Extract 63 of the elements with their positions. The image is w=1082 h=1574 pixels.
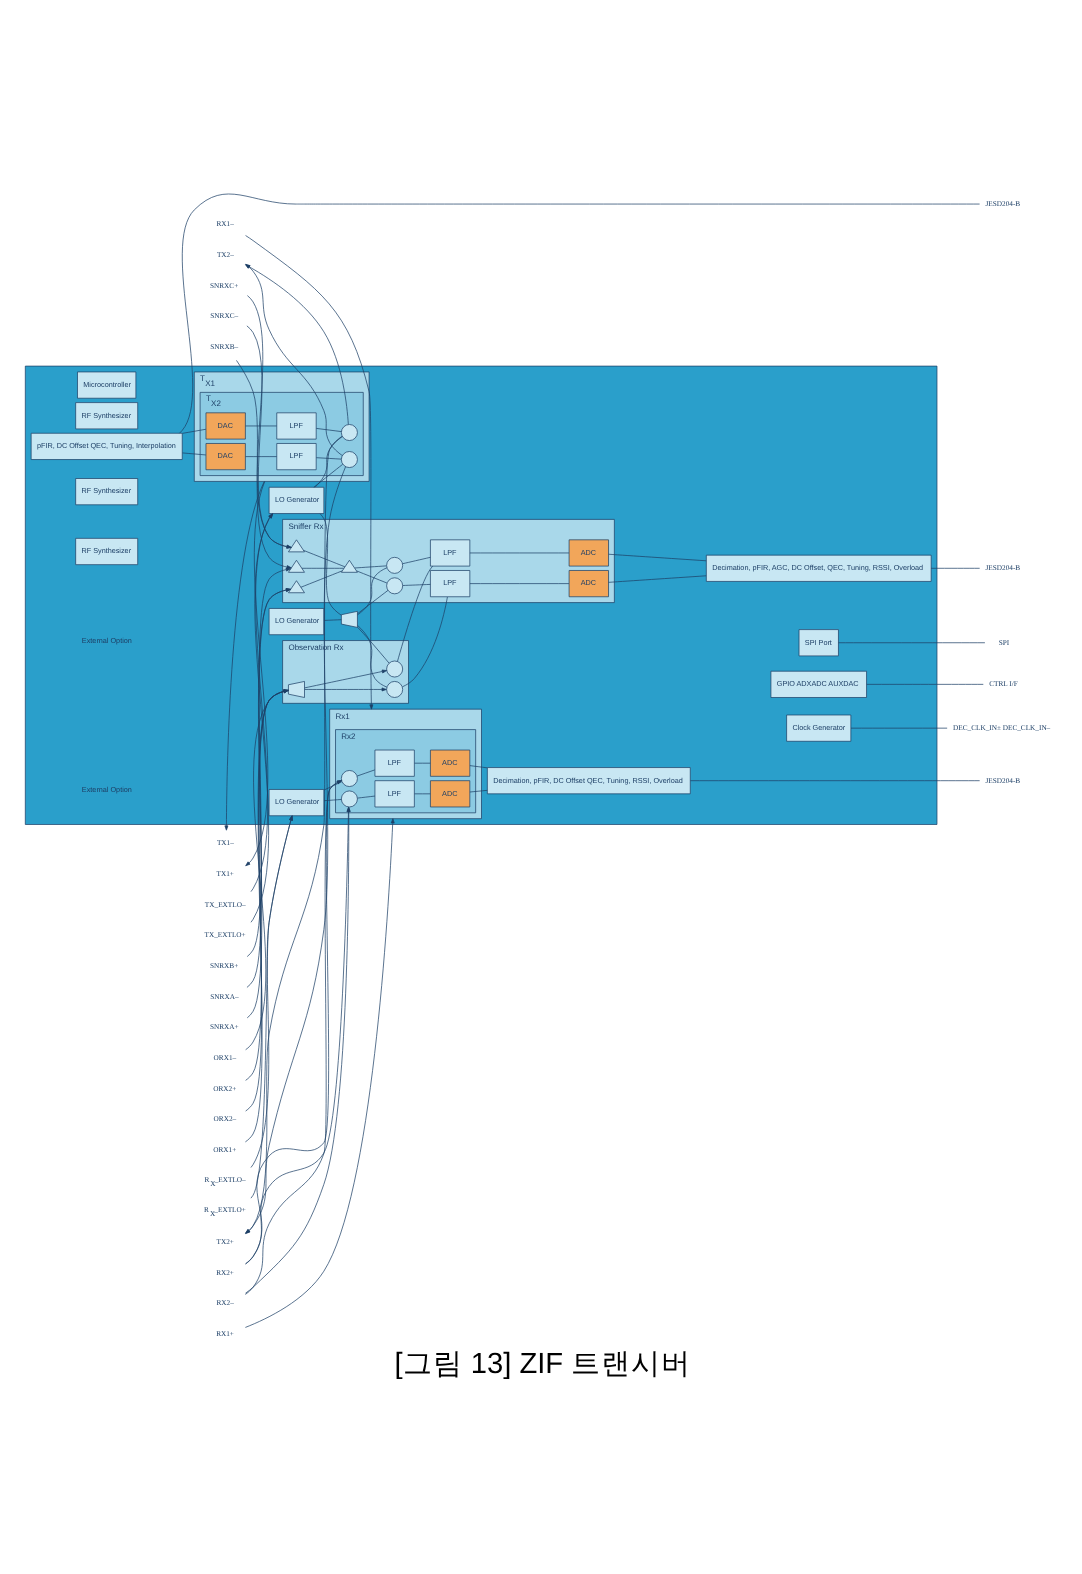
connector — [469, 789, 488, 792]
arrow — [224, 480, 265, 830]
connector — [323, 780, 343, 790]
node-circle — [341, 450, 358, 467]
connector — [930, 566, 981, 568]
connector — [245, 424, 278, 426]
node-circle — [386, 555, 404, 573]
arrow — [245, 817, 395, 1327]
arrow — [245, 263, 349, 424]
connector — [414, 761, 431, 763]
arrow — [245, 234, 374, 709]
connector — [356, 768, 376, 776]
arrow — [304, 686, 387, 691]
connector — [469, 582, 570, 583]
connector — [301, 566, 345, 568]
connector — [323, 618, 342, 620]
connector — [357, 566, 388, 615]
node-circle — [386, 680, 404, 697]
node-trapezoid — [288, 680, 305, 697]
node-circle — [341, 789, 358, 807]
connector — [303, 549, 346, 567]
connector — [402, 583, 431, 585]
connector — [608, 574, 707, 582]
connector — [357, 625, 390, 663]
connector — [323, 798, 342, 801]
connector — [690, 779, 980, 781]
connector — [357, 794, 376, 798]
connector — [300, 569, 343, 587]
arrow — [245, 480, 269, 866]
connector — [850, 726, 948, 728]
caption: [그림 13] ZIF 트랜시버 — [394, 1348, 692, 1381]
node-circle — [386, 659, 404, 677]
connector — [397, 564, 434, 661]
arrow — [236, 359, 292, 568]
connector — [316, 427, 342, 431]
connector — [313, 462, 343, 487]
connector — [316, 456, 342, 459]
node-circle — [386, 576, 404, 594]
connector — [357, 624, 388, 687]
connector — [179, 192, 980, 433]
arrow — [304, 668, 387, 688]
node-triangle — [288, 579, 305, 593]
arrow — [245, 262, 343, 455]
connector — [866, 683, 984, 684]
connector — [838, 641, 986, 643]
node-circle — [341, 769, 358, 786]
connector — [469, 551, 570, 553]
connector — [414, 792, 431, 794]
connector — [245, 455, 278, 456]
connector — [356, 569, 388, 583]
connector — [357, 589, 389, 614]
connector — [319, 512, 342, 615]
node-trapezoid — [341, 610, 358, 627]
connector — [402, 595, 448, 687]
node-circle — [341, 423, 358, 440]
connector — [354, 564, 387, 568]
connector — [402, 555, 431, 564]
node-triangle — [341, 558, 358, 572]
connector — [314, 435, 343, 487]
connector — [469, 764, 488, 768]
connector — [182, 451, 207, 455]
connector — [608, 552, 707, 561]
connector — [182, 427, 207, 433]
